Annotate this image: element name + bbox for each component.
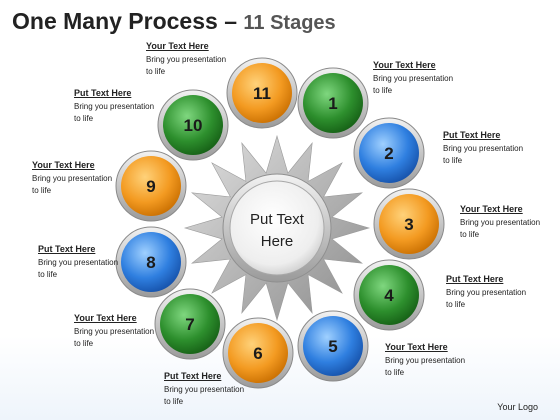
stage-2-node: 2 bbox=[353, 117, 425, 189]
stage-7-text: Bring you presentation to life bbox=[74, 327, 155, 348]
stage-4-number: 4 bbox=[384, 286, 394, 305]
stage-10-heading: Put Text Here bbox=[74, 88, 132, 98]
stage-7-number: 7 bbox=[185, 315, 194, 334]
stage-circles: 1 2 3 4 5 6 7 8 9 10 11 bbox=[115, 57, 445, 389]
stage-5-heading: Your Text Here bbox=[385, 342, 448, 352]
stage-6-node: 6 bbox=[222, 317, 294, 389]
center-circle bbox=[229, 180, 325, 276]
stage-9-number: 9 bbox=[146, 177, 155, 196]
stage-2-heading: Put Text Here bbox=[443, 130, 501, 140]
stage-11-heading: Your Text Here bbox=[146, 41, 209, 51]
stage-10-text: Bring you presentation to life bbox=[74, 102, 155, 123]
stage-4-circle bbox=[359, 265, 419, 325]
center-text-line2: Here bbox=[261, 233, 294, 250]
stage-8-number: 8 bbox=[146, 253, 155, 272]
stage-3-circle bbox=[379, 194, 439, 254]
title-sub: 11 Stages bbox=[243, 12, 336, 34]
stage-10-number: 10 bbox=[184, 116, 203, 135]
stage-2-circle bbox=[359, 123, 419, 183]
stage-8-heading: Put Text Here bbox=[38, 244, 96, 254]
stage-11-node: 11 bbox=[226, 57, 298, 129]
stage-3-heading: Your Text Here bbox=[460, 204, 523, 214]
stage-10-circle bbox=[163, 95, 223, 155]
stage-5-circle bbox=[303, 316, 363, 376]
page-title: One Many Process – 11 Stages bbox=[12, 8, 336, 35]
title-dash: – bbox=[217, 8, 244, 34]
stage-6-text: Bring you presentation to life bbox=[164, 385, 245, 406]
stage-8-text: Bring you presentation to life bbox=[38, 258, 119, 279]
stage-4-heading: Put Text Here bbox=[446, 274, 504, 284]
stage-4-text: Bring you presentation to life bbox=[446, 288, 527, 309]
stage-1-node: 1 bbox=[297, 67, 369, 139]
logo-placeholder: Your Logo bbox=[497, 402, 538, 412]
stage-5-number: 5 bbox=[328, 337, 337, 356]
stage-7-heading: Your Text Here bbox=[74, 313, 137, 323]
stage-4-node: 4 bbox=[353, 259, 425, 331]
stage-1-heading: Your Text Here bbox=[373, 60, 436, 70]
stage-1-number: 1 bbox=[328, 94, 337, 113]
stage-7-node: 7 bbox=[154, 288, 226, 360]
center-text-line1: Put Text bbox=[250, 211, 305, 228]
stage-8-node: 8 bbox=[115, 226, 187, 298]
stage-3-node: 3 bbox=[373, 188, 445, 260]
stage-6-number: 6 bbox=[253, 344, 262, 363]
stage-11-circle bbox=[232, 63, 292, 123]
stage-5-node: 5 bbox=[297, 310, 369, 382]
stage-11-number: 11 bbox=[253, 84, 271, 103]
stage-2-text: Bring you presentation to life bbox=[443, 144, 524, 165]
stage-2-number: 2 bbox=[384, 144, 393, 163]
stage-8-circle bbox=[121, 232, 181, 292]
stage-9-text: Bring you presentation to life bbox=[32, 174, 113, 195]
stage-1-text: Bring you presentation to life bbox=[373, 74, 454, 95]
stage-3-text: Bring you presentation to life bbox=[460, 218, 541, 239]
stage-1-circle bbox=[303, 73, 363, 133]
stage-3-number: 3 bbox=[404, 215, 413, 234]
stage-10-node: 10 bbox=[157, 89, 229, 161]
stage-6-circle bbox=[228, 323, 288, 383]
stage-9-node: 9 bbox=[115, 150, 187, 222]
stage-6-heading: Put Text Here bbox=[164, 371, 222, 381]
stage-9-circle bbox=[121, 156, 181, 216]
stage-7-circle bbox=[160, 294, 220, 354]
stage-5-text: Bring you presentation to life bbox=[385, 356, 466, 377]
title-main: One Many Process bbox=[12, 8, 218, 34]
stage-11-text: Bring you presentation to life bbox=[146, 55, 227, 76]
stage-9-heading: Your Text Here bbox=[32, 160, 95, 170]
